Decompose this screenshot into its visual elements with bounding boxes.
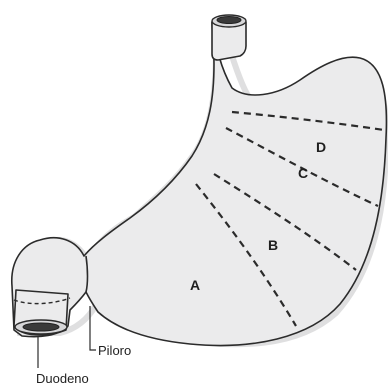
region-label-d: D bbox=[316, 139, 326, 155]
stomach bbox=[12, 15, 387, 345]
duodenum-lumen bbox=[23, 323, 59, 331]
region-label-b: B bbox=[268, 237, 278, 253]
region-label-a: A bbox=[190, 277, 200, 293]
pylorus-label: Piloro bbox=[98, 343, 131, 358]
duodenum-label: Duodeno bbox=[36, 371, 89, 386]
esophagus-lumen bbox=[217, 17, 241, 24]
region-label-c: C bbox=[298, 165, 308, 181]
